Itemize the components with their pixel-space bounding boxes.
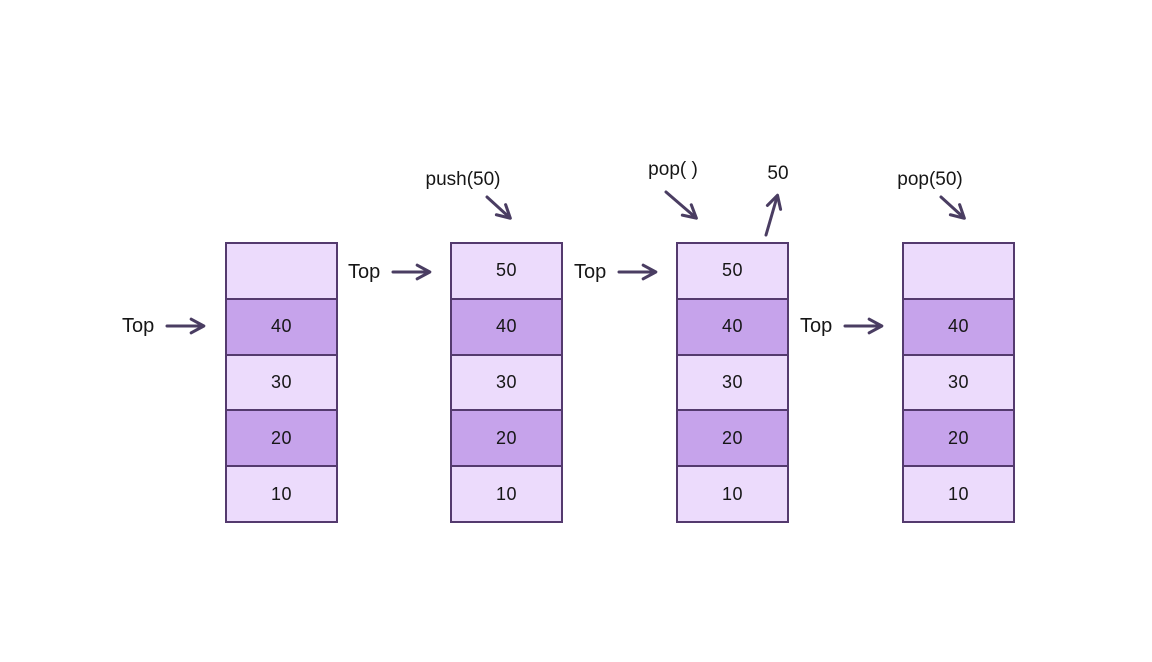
right-arrow-icon (843, 317, 884, 335)
top-label: Top (800, 314, 833, 337)
stack-after-push: 50 40 30 20 10 (450, 242, 563, 523)
stack-cell: 20 (904, 411, 1013, 468)
stack-cell: 30 (904, 355, 1013, 412)
stack-cell: 40 (452, 299, 561, 356)
top-pointer: Top (122, 312, 215, 340)
top-label: Top (122, 314, 155, 337)
right-arrow-icon (165, 317, 206, 335)
top-pointer: Top (574, 258, 667, 286)
stack-cell: 10 (678, 467, 787, 521)
stack-cell: 40 (678, 299, 787, 356)
stack-after-pop: 40 30 20 10 (902, 242, 1015, 523)
stack-cell: 20 (227, 411, 336, 468)
push-label: push(50) (425, 169, 501, 190)
stack-cell (904, 244, 1013, 300)
stack-cell: 40 (904, 299, 1013, 356)
right-arrow-icon (391, 263, 432, 281)
stack-cell: 10 (227, 467, 336, 521)
stack-cell: 30 (678, 355, 787, 412)
stack-cell: 50 (452, 244, 561, 300)
stack-cell: 50 (678, 244, 787, 300)
stack-cell: 10 (452, 467, 561, 521)
pop-arrow-icon (664, 190, 698, 220)
stack-cell: 20 (452, 411, 561, 468)
top-pointer: Top (800, 312, 893, 340)
stack-initial: 40 30 20 10 (225, 242, 338, 523)
stack-cell: 20 (678, 411, 787, 468)
stack-cell: 30 (452, 355, 561, 412)
stack-cell: 30 (227, 355, 336, 412)
top-pointer: Top (348, 258, 441, 286)
pop-out-arrow-icon (764, 193, 783, 237)
pop50-arrow-icon (939, 195, 966, 220)
pop-label: pop( ) (648, 159, 698, 180)
pop50-label: pop(50) (897, 169, 963, 190)
top-label: Top (574, 260, 607, 283)
stack-cell (227, 244, 336, 300)
popped-value-label: 50 (767, 163, 789, 184)
stack-cell: 10 (904, 467, 1013, 521)
stack-cell: 40 (227, 299, 336, 356)
stack-pop-call: 50 40 30 20 10 (676, 242, 789, 523)
top-label: Top (348, 260, 381, 283)
push-arrow-icon (485, 195, 512, 220)
right-arrow-icon (617, 263, 658, 281)
